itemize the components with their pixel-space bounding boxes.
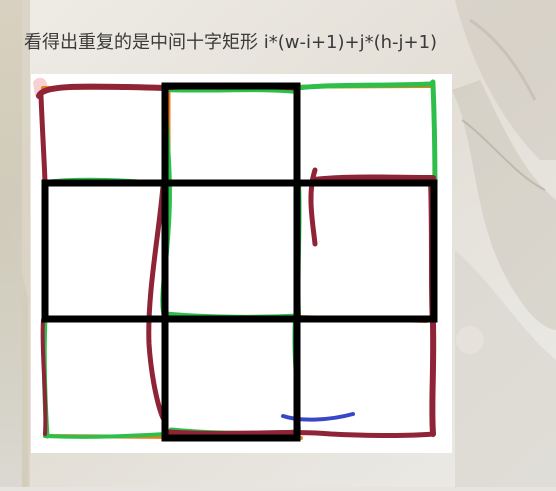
blue-squiggle <box>281 412 355 422</box>
green-stroke-top <box>163 88 299 94</box>
green-stroke-top-right <box>294 79 436 91</box>
maroon-stroke-left-top <box>38 93 48 187</box>
maroon-stroke-right-mid <box>310 174 436 183</box>
maroon-stroke-center-right-top <box>308 167 318 247</box>
maroon-stroke-bottom-left <box>40 318 48 436</box>
grid-sketch <box>31 74 452 453</box>
caption-text: 看得出重复的是中间十字矩形 i*(w-i+1)+j*(h-j+1) <box>24 32 438 53</box>
green-stroke-bottom <box>43 432 167 439</box>
black-vertical-bar <box>161 82 301 442</box>
maroon-stroke-top-left <box>36 83 168 99</box>
maroon-stroke-bottom <box>166 429 436 438</box>
maroon-stroke-center-left <box>146 183 166 421</box>
left-edge-strip <box>0 0 22 487</box>
grid-sketch-drawing <box>33 77 438 442</box>
black-horizontal-bar <box>41 179 438 323</box>
